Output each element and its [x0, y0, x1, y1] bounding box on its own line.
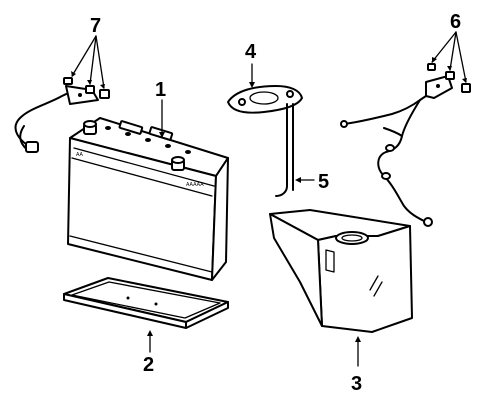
battery: AA AAAAA [67, 117, 229, 281]
battery-tray [63, 277, 229, 329]
hold-down-clamp [227, 85, 303, 114]
callout-6: 6 [450, 11, 461, 33]
callout-3: 3 [351, 373, 362, 395]
battery-terminal-positive [171, 156, 185, 171]
callout-2: 2 [143, 354, 154, 376]
callout-4: 4 [245, 41, 257, 63]
callout-7-leaders [71, 35, 105, 89]
callout-6-leaders [431, 31, 467, 83]
battery-terminal-negative [83, 120, 97, 135]
cable-bolts [63, 77, 110, 99]
callout-2-leader [147, 330, 153, 353]
battery-cover [269, 209, 413, 333]
hold-down-rod [275, 103, 294, 197]
callout-5-leader [295, 177, 315, 183]
callout-1: 1 [155, 79, 166, 101]
battery-marking-left: AA [76, 152, 84, 158]
positive-cable-bolts [427, 63, 471, 93]
callout-3-leader [355, 336, 361, 367]
callout-5: 5 [318, 171, 329, 193]
positive-battery-cable [340, 75, 453, 227]
callout-1-leader [159, 99, 165, 138]
battery-marking-right: AAAAA [186, 182, 204, 188]
callout-4-leader [249, 63, 255, 88]
callout-7: 7 [90, 15, 101, 37]
